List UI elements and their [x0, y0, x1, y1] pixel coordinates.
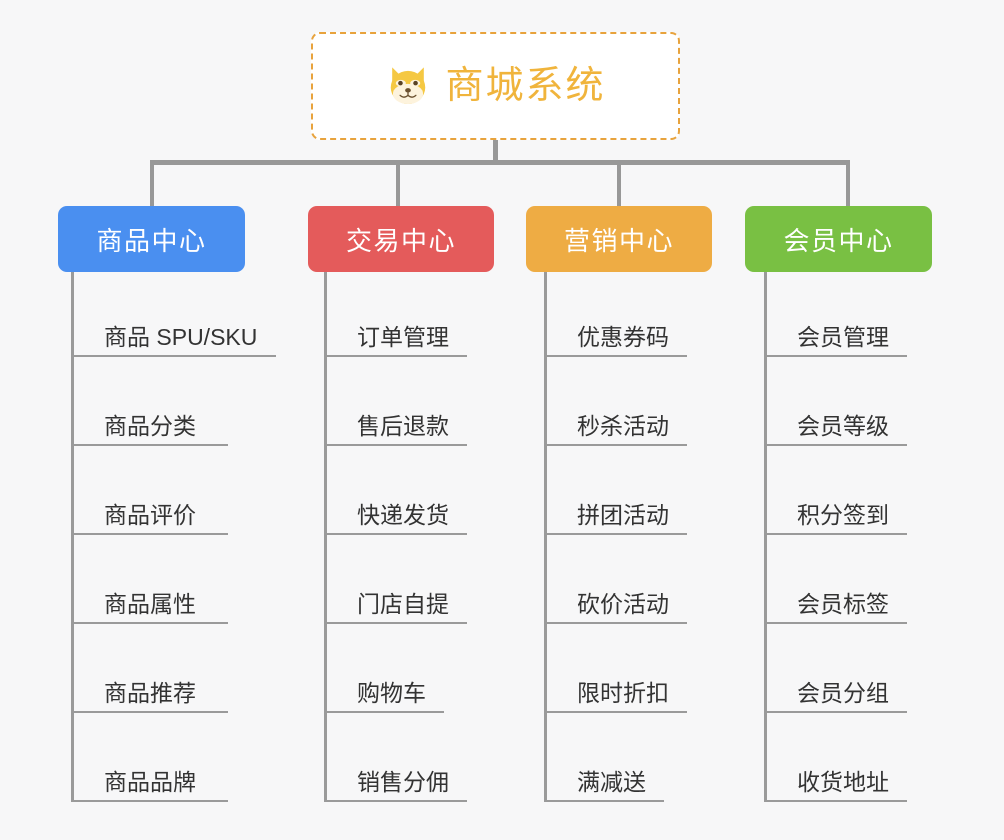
category-label: 营销中心 — [563, 225, 674, 256]
leaf-label: 砍价活动 — [577, 590, 669, 617]
leaf-spine-branch-1 — [71, 272, 74, 802]
category-header-交易中心[interactable]: 交易中心 — [308, 206, 494, 272]
leaf-item[interactable]: 商品评价 — [71, 446, 228, 535]
leaf-label: 积分签到 — [797, 501, 889, 528]
leaf-label: 购物车 — [357, 679, 426, 706]
connector-root-stem — [493, 140, 498, 163]
leaf-label: 会员等级 — [797, 412, 889, 439]
leaf-label: 商品属性 — [104, 590, 196, 617]
leaf-label: 满减送 — [577, 768, 646, 795]
leaf-label: 售后退款 — [357, 412, 449, 439]
leaf-label: 门店自提 — [357, 590, 449, 617]
leaf-item[interactable]: 优惠券码 — [544, 268, 687, 357]
leaf-label: 订单管理 — [357, 323, 449, 350]
leaf-item[interactable]: 会员管理 — [764, 268, 907, 357]
leaf-item[interactable]: 商品 SPU/SKU — [71, 268, 276, 357]
leaf-item[interactable]: 销售分佣 — [324, 713, 467, 802]
leaf-item[interactable]: 商品分类 — [71, 357, 228, 446]
category-header-商品中心[interactable]: 商品中心 — [58, 206, 245, 272]
leaf-item[interactable]: 商品品牌 — [71, 713, 228, 802]
connector-drop-branch-1 — [150, 160, 154, 206]
leaf-item[interactable]: 门店自提 — [324, 535, 467, 624]
connector-horizontal-bus — [150, 160, 850, 165]
leaf-item[interactable]: 积分签到 — [764, 446, 907, 535]
leaf-label: 会员管理 — [797, 323, 889, 350]
leaf-item[interactable]: 秒杀活动 — [544, 357, 687, 446]
leaf-item[interactable]: 拼团活动 — [544, 446, 687, 535]
connector-drop-branch-3 — [617, 160, 621, 206]
leaf-label: 拼团活动 — [577, 501, 669, 528]
leaf-spine-branch-3 — [544, 272, 547, 802]
leaf-label: 快递发货 — [357, 501, 449, 528]
leaf-item[interactable]: 收货地址 — [764, 713, 907, 802]
category-header-会员中心[interactable]: 会员中心 — [745, 206, 932, 272]
leaf-item[interactable]: 限时折扣 — [544, 624, 687, 713]
leaf-label: 商品分类 — [104, 412, 196, 439]
leaf-item[interactable]: 会员分组 — [764, 624, 907, 713]
leaf-item[interactable]: 砍价活动 — [544, 535, 687, 624]
leaf-item[interactable]: 商品推荐 — [71, 624, 228, 713]
leaf-label: 商品推荐 — [104, 679, 196, 706]
leaf-item[interactable]: 订单管理 — [324, 268, 467, 357]
leaf-label: 销售分佣 — [357, 768, 449, 795]
category-label: 商品中心 — [96, 225, 207, 256]
leaf-label: 商品品牌 — [104, 768, 196, 795]
leaf-label: 收货地址 — [797, 768, 889, 795]
leaf-label: 会员标签 — [797, 590, 889, 617]
leaf-item[interactable]: 满减送 — [544, 713, 664, 802]
leaf-label: 优惠券码 — [577, 323, 669, 350]
leaf-item[interactable]: 售后退款 — [324, 357, 467, 446]
category-label: 会员中心 — [783, 225, 894, 256]
leaf-item[interactable]: 会员等级 — [764, 357, 907, 446]
connector-drop-branch-2 — [396, 160, 400, 206]
leaf-item[interactable]: 商品属性 — [71, 535, 228, 624]
leaf-spine-branch-4 — [764, 272, 767, 802]
leaf-label: 限时折扣 — [577, 679, 669, 706]
category-header-营销中心[interactable]: 营销中心 — [526, 206, 712, 272]
shiba-inu-dog-face-icon — [391, 67, 426, 104]
leaf-item[interactable]: 会员标签 — [764, 535, 907, 624]
category-label: 交易中心 — [345, 225, 456, 256]
leaf-label: 秒杀活动 — [577, 412, 669, 439]
leaf-label: 商品评价 — [104, 501, 196, 528]
connector-drop-branch-4 — [846, 160, 850, 206]
root-title: 商城系统 — [445, 65, 606, 107]
leaf-label: 会员分组 — [797, 679, 889, 706]
root-node[interactable]: 商城系统 — [311, 32, 680, 140]
leaf-spine-branch-2 — [324, 272, 327, 802]
leaf-label: 商品 SPU/SKU — [104, 323, 258, 350]
leaf-item[interactable]: 购物车 — [324, 624, 444, 713]
leaf-item[interactable]: 快递发货 — [324, 446, 467, 535]
